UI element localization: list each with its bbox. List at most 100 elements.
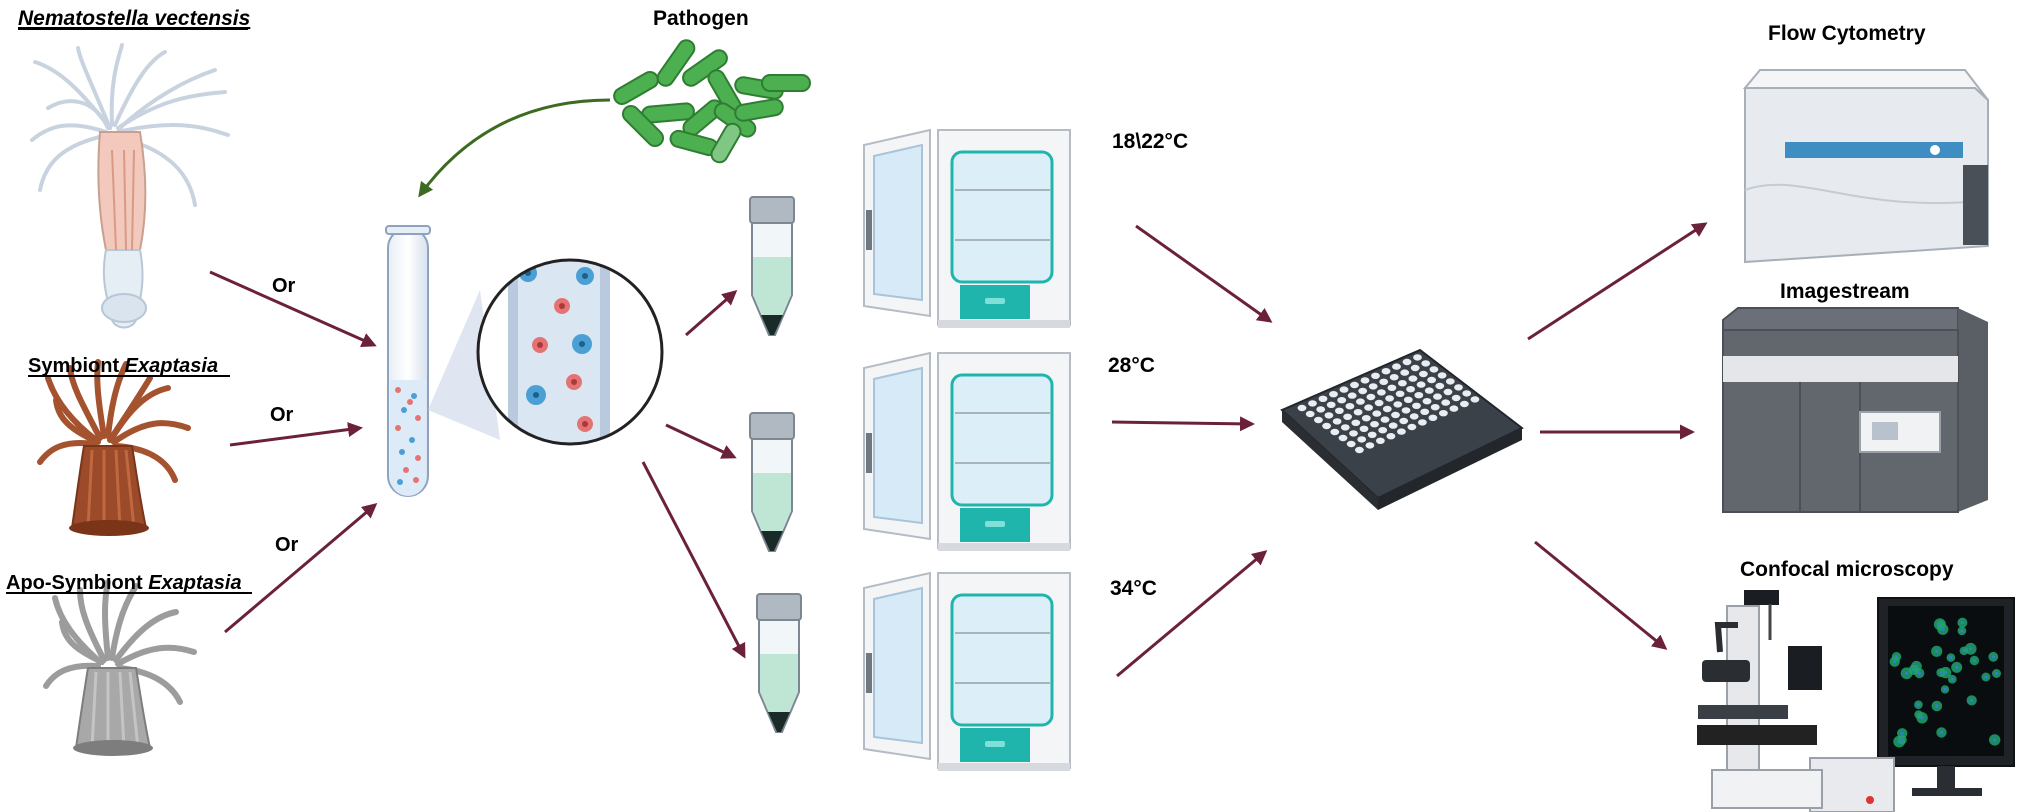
- plate-well: [1435, 382, 1445, 390]
- plate-well: [1366, 393, 1376, 401]
- temperature-label-1: 18\22°C: [1112, 130, 1188, 153]
- apo-genus: Exaptasia: [148, 572, 241, 594]
- confocal-cell-nucleus: [1969, 647, 1973, 651]
- plate-well: [1430, 404, 1440, 411]
- tube-cells: [395, 387, 421, 485]
- plate-well: [1368, 383, 1378, 390]
- plate-well: [1377, 389, 1386, 396]
- flow-cytometer-illustration: [1742, 69, 1989, 264]
- apo-prefix: Apo-Symbiont: [6, 572, 148, 594]
- symbiont-genus: Exaptasia: [125, 355, 218, 377]
- plate-well: [1406, 386, 1415, 393]
- plate-well: [1402, 358, 1412, 366]
- plate-well: [1355, 446, 1364, 454]
- plate-well: [1346, 440, 1356, 448]
- plate-well: [1379, 378, 1389, 385]
- plate-well: [1381, 368, 1391, 375]
- plate-well: [1322, 422, 1331, 430]
- symbiont-label: Symbiont Exaptasia: [28, 355, 218, 377]
- plate-well: [1422, 398, 1432, 405]
- plate-well: [1364, 404, 1373, 411]
- plate-well: [1387, 384, 1397, 391]
- plate-well: [1395, 390, 1405, 397]
- well-plate: [1280, 348, 1524, 510]
- confocal-cell-nucleus: [1955, 665, 1959, 670]
- confocal-cell-nucleus: [1893, 660, 1897, 664]
- pathogen-arrow: [418, 98, 611, 198]
- incubator-1: [863, 128, 1071, 328]
- confocal-cell-nucleus: [1970, 698, 1974, 703]
- plate-well: [1428, 414, 1438, 421]
- plate-well: [1358, 387, 1368, 395]
- falcon-tube-2: [749, 412, 795, 552]
- plate-well: [1376, 437, 1385, 444]
- plate-well: [1340, 424, 1350, 431]
- plate-well: [1353, 409, 1363, 416]
- plate-well: [1356, 398, 1365, 405]
- plate-well: [1388, 422, 1398, 429]
- plate-well: [1392, 363, 1401, 370]
- falcon-tube-3: [756, 593, 802, 733]
- plate-well: [1361, 415, 1371, 422]
- symbiont-exaptasia-illustration: [37, 359, 191, 536]
- plate-well: [1335, 407, 1344, 414]
- plate-well: [1409, 413, 1419, 420]
- plate-well: [1401, 407, 1411, 414]
- plate-well: [1470, 396, 1480, 403]
- plate-well: [1391, 411, 1400, 419]
- plate-wells: [1297, 354, 1480, 454]
- plate-well: [1330, 428, 1340, 436]
- confocal-cell-nucleus: [1972, 658, 1976, 663]
- plate-well: [1399, 417, 1409, 425]
- confocal-cell-nucleus: [1914, 664, 1918, 668]
- plate-well: [1347, 392, 1357, 399]
- plate-well: [1337, 397, 1347, 404]
- plate-well: [1418, 419, 1427, 426]
- plate-well: [1413, 354, 1422, 361]
- flow-cytometry-label: Flow Cytometry: [1768, 22, 1926, 45]
- plate-well: [1350, 381, 1359, 389]
- confocal-cell-nucleus: [1994, 671, 1999, 676]
- plate-well: [1345, 403, 1355, 410]
- imagestream-illustration: [1722, 307, 1988, 513]
- confocal-cell-nucleus: [1984, 675, 1988, 679]
- temperature-label-2: 28°C: [1108, 354, 1155, 377]
- plate-well: [1454, 384, 1463, 391]
- aliquot-arrows: [641, 290, 746, 659]
- plate-well: [1297, 404, 1307, 412]
- plate-well: [1441, 399, 1451, 406]
- confocal-cell-nucleus: [1962, 649, 1966, 653]
- plate-well: [1370, 421, 1379, 428]
- incubator-3: [863, 571, 1071, 771]
- confocal-cell-nucleus: [1900, 738, 1904, 742]
- or-label-3: Or: [275, 534, 299, 556]
- plate-well: [1443, 388, 1453, 396]
- organism-arrows: [209, 270, 378, 634]
- plate-well: [1462, 390, 1472, 397]
- temperature-label-3: 34°C: [1110, 577, 1157, 600]
- confocal-cell-nucleus: [1917, 671, 1921, 675]
- plate-well: [1316, 406, 1326, 413]
- nematostella-illustration: [30, 43, 230, 329]
- confocal-cell-nucleus: [1939, 730, 1944, 735]
- apo-symbiont-label: Apo-Symbiont Exaptasia: [6, 572, 242, 594]
- nematostella-label: Nematostella vectensis: [18, 7, 250, 30]
- plate-well: [1357, 436, 1367, 443]
- pathogen-label: Pathogen: [653, 7, 749, 30]
- magnified-view: [476, 258, 664, 446]
- falcon-tube-1: [749, 196, 795, 336]
- confocal-cell-nucleus: [1993, 738, 1997, 742]
- plate-well: [1365, 442, 1375, 449]
- plate-well: [1449, 405, 1459, 412]
- plate-well: [1393, 401, 1403, 408]
- plate-well: [1433, 393, 1442, 400]
- plate-well: [1460, 400, 1469, 408]
- plate-well: [1374, 399, 1384, 407]
- plate-well: [1324, 412, 1334, 419]
- plate-well: [1318, 395, 1328, 402]
- plate-well: [1339, 386, 1349, 393]
- plate-well: [1329, 391, 1338, 398]
- plate-well: [1403, 396, 1413, 403]
- confocal-microscope-illustration: [1697, 590, 2015, 812]
